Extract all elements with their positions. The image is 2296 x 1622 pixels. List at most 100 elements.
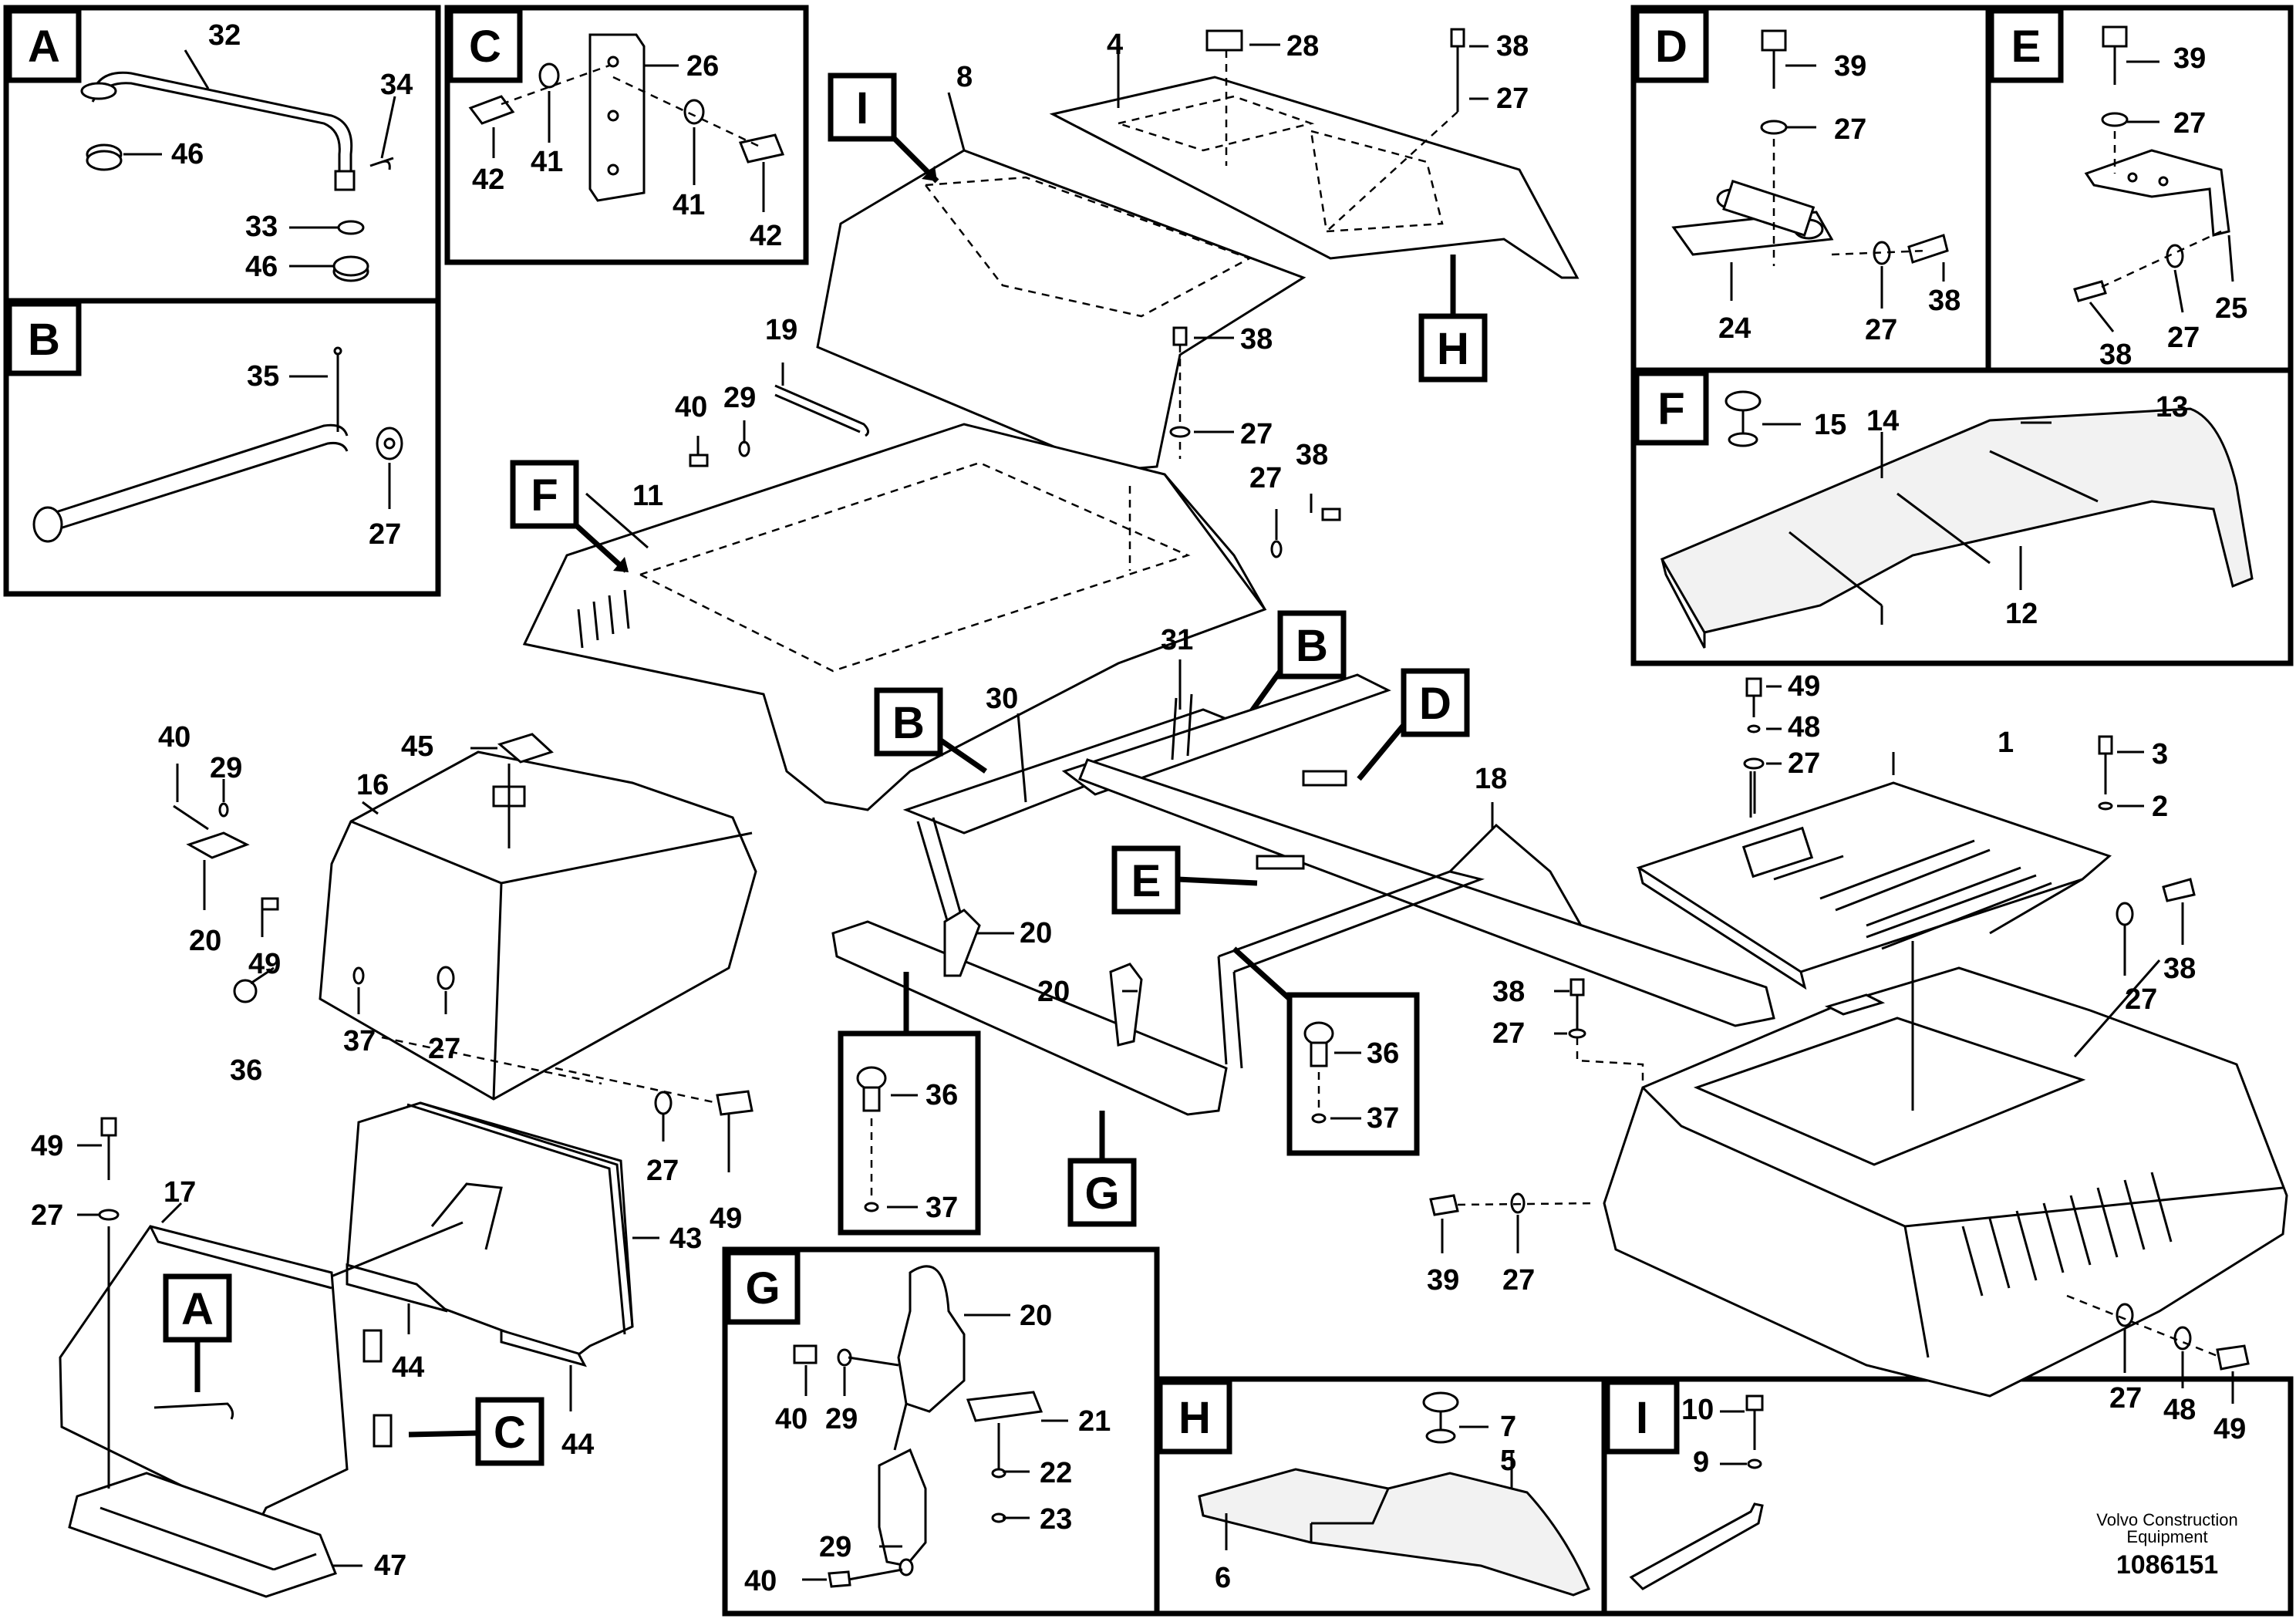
detail-box-36-37-left: 36 37 <box>838 972 981 1236</box>
latch-upper-shape <box>897 1265 966 1413</box>
part-number: 44 <box>561 1428 594 1461</box>
footer: Volvo Construction Equipment 1086151 <box>2096 1510 2237 1580</box>
part-number: 39 <box>2173 42 2206 75</box>
floor-mat-h-shape <box>1198 1468 1590 1597</box>
part-number: 38 <box>1492 976 1525 1008</box>
detail-panel-c: C 26 42 41 41 42 <box>444 5 809 265</box>
handle-assembly-19: 19 40 29 38 27 <box>675 314 1273 467</box>
vented-lid-1: 1 <box>1636 727 2112 990</box>
part-number: 23 <box>1040 1503 1072 1536</box>
part-number: 1 <box>1998 727 2014 759</box>
part-number: 47 <box>374 1549 406 1582</box>
part-number: 38 <box>1296 439 1328 471</box>
callout-b-left: B <box>874 687 987 774</box>
part-number: 27 <box>369 518 401 551</box>
part-number: 38 <box>1928 285 1961 317</box>
part-number: 27 <box>1496 83 1529 115</box>
svg-text:A: A <box>181 1284 214 1334</box>
part-number: 30 <box>986 683 1018 715</box>
panel-label-g: G <box>745 1263 780 1313</box>
part-number: 40 <box>675 391 707 423</box>
detail-panel-b: B 35 27 <box>3 298 441 597</box>
panel-label-a: A <box>28 22 60 72</box>
publisher-credit: Volvo Construction <box>2096 1510 2237 1529</box>
part-number: 10 <box>1681 1394 1714 1426</box>
part-number: 41 <box>673 189 705 221</box>
part-number: 9 <box>1693 1446 1709 1479</box>
part-number: 15 <box>1814 409 1846 441</box>
svg-text:B: B <box>1296 621 1328 671</box>
side-cover-17: 49 27 17 47 <box>31 1117 406 1598</box>
part-number: 20 <box>1020 1300 1052 1332</box>
part-number: 48 <box>1788 711 1820 744</box>
part-number: 24 <box>1718 312 1751 345</box>
part-number: 36 <box>1367 1037 1399 1070</box>
part-number: 45 <box>401 730 433 763</box>
part-number: 49 <box>710 1202 742 1235</box>
part-number: 44 <box>392 1351 424 1384</box>
part-number: 8 <box>956 61 973 93</box>
latch-lower-shape <box>878 1448 927 1567</box>
callout-d: D <box>1357 668 1470 781</box>
part-number: 34 <box>380 69 413 101</box>
part-number: 36 <box>230 1054 262 1087</box>
callout-e: E <box>1111 845 1258 915</box>
part-number: 27 <box>1240 418 1273 450</box>
detail-panel-i: I 10 9 <box>1601 1376 2294 1617</box>
grommet-shape <box>80 82 117 100</box>
part-number: 25 <box>2215 292 2247 325</box>
part-number: 2 <box>2152 791 2168 823</box>
hood-part-11: 11 27 38 <box>522 423 1341 811</box>
part-number: 38 <box>2099 339 2132 371</box>
part-number: 27 <box>646 1155 679 1187</box>
bolt-group-center-left: 27 49 <box>555 1067 754 1235</box>
part-number: 3 <box>2152 738 2168 771</box>
part-number: 27 <box>1834 113 1866 146</box>
part-number: 40 <box>158 721 190 754</box>
detail-panel-h: H 7 5 6 <box>1154 1376 1607 1617</box>
part-number: 38 <box>1496 30 1529 62</box>
part-number: 35 <box>247 360 279 393</box>
part-number: 19 <box>765 314 797 346</box>
part-number: 49 <box>2213 1413 2246 1445</box>
part-number: 28 <box>1286 30 1319 62</box>
part-number: 46 <box>171 138 204 170</box>
part-number: 39 <box>1427 1264 1459 1297</box>
detail-panel-e: E 39 27 38 27 25 <box>1985 5 2294 373</box>
part-number: 29 <box>210 752 242 784</box>
panel-label-f: F <box>1657 384 1684 434</box>
part-number: 27 <box>1788 747 1820 780</box>
side-enclosure-16: 16 45 40 29 20 49 36 37 27 <box>158 721 757 1101</box>
svg-text:D: D <box>1419 679 1451 729</box>
part-number: 12 <box>2005 598 2038 630</box>
part-number: 37 <box>343 1025 376 1057</box>
part-number: 37 <box>1367 1102 1399 1135</box>
part-number: 20 <box>1037 976 1070 1008</box>
part-number: 26 <box>686 50 719 83</box>
door-frame-43: 43 44 44 <box>312 1101 702 1461</box>
roof-panel-4: 4 28 38 27 <box>1049 28 1580 279</box>
part-number: 27 <box>31 1199 63 1232</box>
part-number: 22 <box>1040 1457 1072 1489</box>
cab-frame-structure: 30 31 18 20 20 <box>831 624 1775 1116</box>
part-number: 21 <box>1078 1405 1111 1438</box>
part-number: 27 <box>1492 1017 1525 1050</box>
part-number: 36 <box>925 1079 958 1111</box>
part-number: 32 <box>208 19 241 52</box>
part-number: 49 <box>1788 670 1820 703</box>
part-number: 43 <box>669 1222 702 1255</box>
part-number: 40 <box>744 1565 777 1597</box>
svg-text:C: C <box>494 1408 526 1458</box>
engine-hood: 27 38 38 27 39 27 27 48 49 <box>1427 878 2288 1445</box>
svg-text:G: G <box>1084 1168 1119 1219</box>
part-number: 39 <box>1834 50 1866 83</box>
part-number: 41 <box>531 146 563 178</box>
part-number: 48 <box>2163 1394 2196 1426</box>
detail-box-36-37-right: 36 37 <box>1232 946 1420 1156</box>
callout-h: H <box>1418 255 1488 383</box>
bolt-group-top-right: 49 48 27 3 2 <box>1743 670 2168 823</box>
part-number: 46 <box>245 251 278 283</box>
document-number: 1086151 <box>2116 1550 2218 1580</box>
publisher-credit: Equipment <box>2126 1527 2207 1546</box>
